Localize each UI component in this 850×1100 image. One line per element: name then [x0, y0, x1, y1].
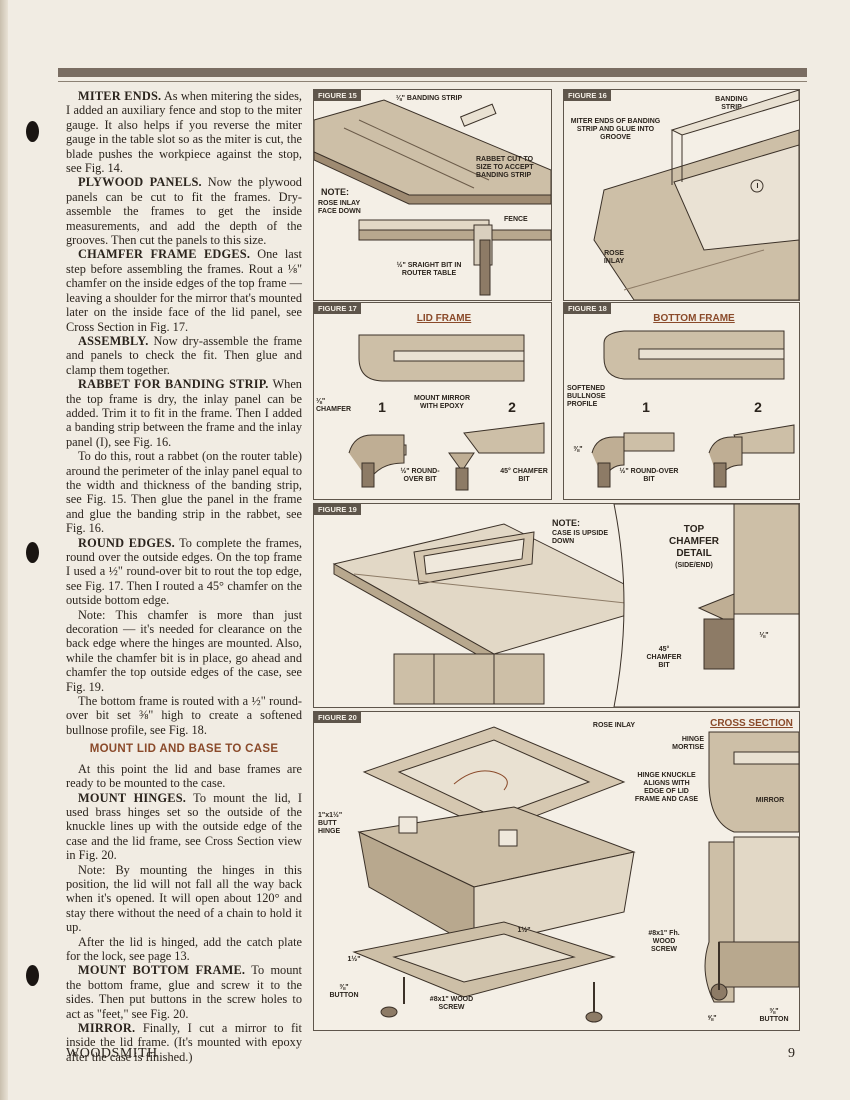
label-miter-ends: MITER ENDS OF BANDING STRIP AND GLUE INT…	[570, 118, 661, 141]
note-heading: NOTE:	[321, 187, 349, 197]
subhead: ASSEMBLY.	[78, 333, 149, 348]
figure-17-drawing	[348, 334, 545, 491]
detail-title: TOP CHAMFER DETAIL	[669, 524, 719, 559]
label-rabbet-cut: RABBET CUT TO SIZE TO ACCEPT BANDING STR…	[476, 156, 534, 179]
label-button: ⅜" BUTTON	[329, 984, 359, 999]
label-bullnose-profile: SOFTENED BULLNOSE PROFILE	[567, 385, 606, 408]
note-text: CASE IS UPSIDE DOWN	[552, 530, 609, 545]
label-rose-inlay: ROSE INLAY	[592, 722, 636, 729]
label-hinge-knuckle: HINGE KNUCKLE ALIGNS WITH EDGE OF LID FR…	[634, 772, 699, 803]
paragraph: Finally, I cut a mirror to fit inside th…	[66, 1021, 302, 1064]
binder-hole	[26, 121, 39, 142]
label-mount-mirror: MOUNT MIRROR WITH EPOXY	[414, 395, 470, 410]
paragraph: When the top frame is dry, the inlay pan…	[66, 377, 302, 449]
figure-number: FIGURE 20	[314, 712, 361, 723]
label-rose-inlay: ROSE INLAY	[603, 250, 625, 265]
magazine-name: WOODSMITH	[66, 1046, 158, 1061]
paragraph: As when mitering the sides, I added an a…	[66, 89, 302, 176]
subhead: MOUNT HINGES.	[78, 790, 187, 805]
label-straight-bit: ½" SRAIGHT BIT IN ROUTER TABLE	[396, 262, 462, 277]
figure-title: CROSS SECTION	[710, 718, 793, 729]
dimension: ⅛"	[759, 632, 769, 639]
detail-subtitle: (SIDE/END)	[675, 562, 713, 569]
figure-20-drawing	[352, 726, 799, 1023]
figure-20: FIGURE 20 ROSE INLAY CROSS SECTION HINGE…	[313, 711, 800, 1031]
label-fence: FENCE	[504, 216, 528, 223]
paragraph: To mount the bottom frame, glue and scre…	[66, 963, 302, 1021]
figure-17: FIGURE 17 LID FRAME ⅛" CHAMFER MOUNT MIR…	[313, 302, 552, 500]
paragraph: At this point the lid and base frames ar…	[66, 761, 302, 791]
binder-hole	[26, 965, 39, 986]
subhead: RABBET FOR BANDING STRIP.	[78, 377, 269, 392]
subhead: MOUNT BOTTOM FRAME.	[78, 963, 246, 978]
subhead: MITER ENDS.	[78, 89, 162, 103]
label-roundover-bit: ½" ROUND-OVER BIT	[619, 468, 679, 483]
figure-number: FIGURE 19	[314, 504, 361, 515]
figure-16: FIGURE 16 BANDING STRIP MITER ENDS OF BA…	[563, 89, 800, 301]
paragraph: The bottom frame is routed with a ½" rou…	[66, 694, 302, 737]
binder-hole	[26, 542, 39, 563]
label-wood-screw: #8x1" WOOD SCREW	[429, 996, 474, 1011]
dimension: 1½"	[517, 927, 531, 934]
paragraph: Now the plywood panels can be cut to fit…	[66, 175, 302, 248]
header-rule	[58, 68, 807, 77]
header-hairline	[58, 81, 807, 82]
label-butt-hinge: 1"x1½" BUTT HINGE	[318, 812, 343, 835]
section-heading: MOUNT LID AND BASE TO CASE	[89, 743, 279, 756]
dimension: 1½"	[347, 956, 361, 963]
figure-number: FIGURE 18	[564, 303, 611, 314]
label-chamfer-bit: 45° CHAMFER BIT	[646, 646, 682, 669]
step-number: 1	[378, 399, 386, 415]
figure-15-drawing	[314, 99, 551, 296]
step-number: 2	[508, 399, 516, 415]
note-heading: NOTE:	[552, 518, 580, 528]
label-banding-strip: BANDING STRIP	[715, 96, 748, 111]
page-number: 9	[788, 1046, 795, 1061]
paragraph: One last step before assembling the fram…	[66, 247, 302, 334]
paragraph: To complete the frames, round over the o…	[66, 535, 302, 608]
paragraph: After the lid is hinged, add the catch p…	[66, 934, 302, 963]
figure-19-drawing	[332, 504, 799, 707]
figure-number: FIGURE 16	[564, 90, 611, 101]
paragraph: To mount the lid, I used brass hinges se…	[66, 790, 302, 863]
label-hinge-mortise: HINGE MORTISE	[672, 736, 704, 751]
label-banding-strip: ⅛" BANDING STRIP	[395, 95, 463, 102]
figure-title: LID FRAME	[416, 313, 472, 324]
article-column: MITER ENDS. As when mitering the sides, …	[66, 89, 302, 1064]
figure-16-drawing	[593, 90, 799, 300]
figure-18: FIGURE 18 BOTTOM FRAME SOFTENED BULLNOSE…	[563, 302, 800, 500]
dimension: ⅝"	[707, 1015, 717, 1022]
figure-number: FIGURE 15	[314, 90, 361, 101]
subhead: CHAMFER FRAME EDGES.	[78, 247, 251, 262]
dimension: ⅜"	[573, 446, 583, 453]
paragraph: To do this, rout a rabbet (on the router…	[66, 449, 302, 536]
step-number: 1	[642, 399, 650, 415]
figure-18-drawing	[591, 330, 795, 488]
subhead: MIRROR.	[78, 1021, 136, 1035]
paragraph: Now dry-assemble the frame and panels to…	[66, 333, 302, 377]
binding-edge	[0, 0, 8, 1100]
figure-15: FIGURE 15 ⅛" BANDING STRIP RABBET CUT TO…	[313, 89, 552, 301]
label-roundover-bit: ½" ROUND-OVER BIT	[400, 468, 440, 483]
part-callout: I	[756, 183, 759, 190]
paragraph: Note: By mounting the hinges in this pos…	[66, 862, 302, 935]
label-mirror: MIRROR	[755, 797, 785, 804]
figure-number: FIGURE 17	[314, 303, 361, 314]
label-rose-inlay-face-down: ROSE INLAY FACE DOWN	[318, 200, 361, 215]
step-number: 2	[754, 399, 762, 415]
subhead: ROUND EDGES.	[78, 535, 175, 550]
figure-19: FIGURE 19 NOTE: CASE IS UPSIDE DOWN TOP …	[313, 503, 800, 708]
subhead: PLYWOOD PANELS.	[78, 175, 202, 190]
label-chamfer: ⅛" CHAMFER	[316, 398, 351, 413]
label-fh-wood-screw: #8x1" Fh. WOOD SCREW	[648, 930, 680, 953]
label-button: ⅜" BUTTON	[759, 1008, 789, 1023]
figure-title: BOTTOM FRAME	[653, 313, 735, 324]
label-chamfer-bit: 45° CHAMFER BIT	[500, 468, 548, 483]
paragraph: Note: This chamfer is more than just dec…	[66, 607, 302, 694]
